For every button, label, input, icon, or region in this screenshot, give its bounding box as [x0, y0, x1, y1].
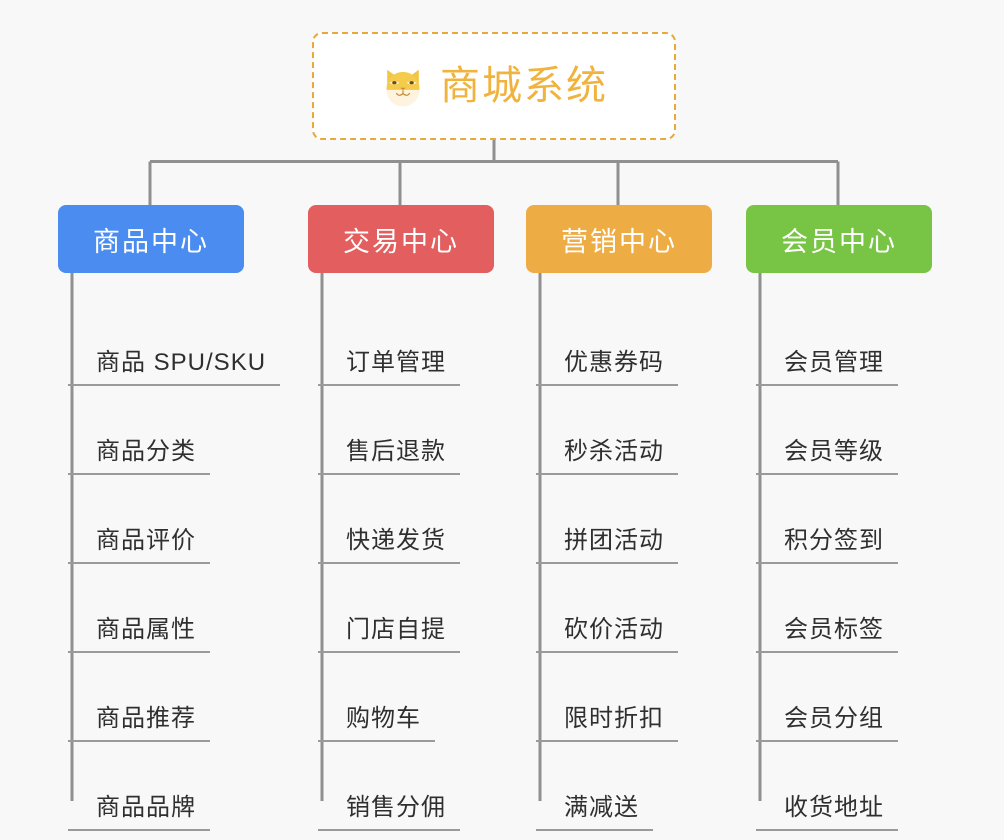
leaf-item[interactable]: 会员管理	[756, 297, 932, 386]
branch-header-label: 会员中心	[781, 226, 897, 257]
leaf-label: 砍价活动	[536, 609, 678, 653]
leaf-label: 商品分类	[68, 431, 210, 475]
leaf-label: 快递发货	[318, 520, 460, 564]
leaf-label: 秒杀活动	[536, 431, 678, 475]
leaf-item[interactable]: 售后退款	[318, 386, 494, 475]
leaf-label: 订单管理	[318, 342, 460, 386]
leaf-item[interactable]: 拼团活动	[536, 475, 712, 564]
branch-header-label: 营销中心	[561, 226, 677, 257]
leaf-label: 门店自提	[318, 609, 460, 653]
leaf-item[interactable]: 优惠券码	[536, 297, 712, 386]
leaf-list-trade: 订单管理 售后退款 快递发货 门店自提 购物车 销售分佣	[308, 273, 494, 831]
leaf-label: 限时折扣	[536, 698, 678, 742]
leaf-label: 拼团活动	[536, 520, 678, 564]
leaf-label: 会员分组	[756, 698, 898, 742]
leaf-label: 商品评价	[68, 520, 210, 564]
leaf-label: 满减送	[536, 787, 653, 831]
leaf-item[interactable]: 会员等级	[756, 386, 932, 475]
leaf-item[interactable]: 商品属性	[68, 564, 244, 653]
branch-header-product[interactable]: 商品中心	[58, 205, 244, 273]
shiba-dog-face-icon	[386, 69, 420, 107]
leaf-label: 收货地址	[756, 787, 898, 831]
leaf-item[interactable]: 限时折扣	[536, 653, 712, 742]
branch-header-trade[interactable]: 交易中心	[308, 205, 494, 273]
leaf-label: 购物车	[318, 698, 435, 742]
leaf-item[interactable]: 会员分组	[756, 653, 932, 742]
leaf-label: 售后退款	[318, 431, 460, 475]
leaf-label: 商品品牌	[68, 787, 210, 831]
leaf-item[interactable]: 门店自提	[318, 564, 494, 653]
leaf-item[interactable]: 会员标签	[756, 564, 932, 653]
leaf-item[interactable]: 满减送	[536, 742, 712, 831]
leaf-label: 商品推荐	[68, 698, 210, 742]
leaf-item[interactable]: 销售分佣	[318, 742, 494, 831]
leaf-item[interactable]: 商品推荐	[68, 653, 244, 742]
branch-column-trade: 交易中心 订单管理 售后退款 快递发货 门店自提 购物车 销售分佣	[308, 205, 494, 831]
leaf-item[interactable]: 砍价活动	[536, 564, 712, 653]
leaf-item[interactable]: 快递发货	[318, 475, 494, 564]
leaf-label: 商品 SPU/SKU	[68, 342, 281, 386]
branch-header-label: 交易中心	[343, 226, 459, 257]
leaf-item[interactable]: 积分签到	[756, 475, 932, 564]
branch-header-label: 商品中心	[93, 226, 209, 257]
branch-column-marketing: 营销中心 优惠券码 秒杀活动 拼团活动 砍价活动 限时折扣 满减送	[526, 205, 712, 831]
leaf-label: 商品属性	[68, 609, 210, 653]
leaf-item[interactable]: 商品评价	[68, 475, 244, 564]
branch-header-marketing[interactable]: 营销中心	[526, 205, 712, 273]
leaf-list-product: 商品 SPU/SKU 商品分类 商品评价 商品属性 商品推荐 商品品牌	[58, 273, 281, 831]
leaf-label: 优惠券码	[536, 342, 678, 386]
leaf-label: 会员管理	[756, 342, 898, 386]
leaf-list-marketing: 优惠券码 秒杀活动 拼团活动 砍价活动 限时折扣 满减送	[526, 273, 712, 831]
leaf-item[interactable]: 商品分类	[68, 386, 244, 475]
leaf-label: 会员等级	[756, 431, 898, 475]
leaf-list-member: 会员管理 会员等级 积分签到 会员标签 会员分组 收货地址	[746, 273, 932, 831]
branch-column-product: 商品中心 商品 SPU/SKU 商品分类 商品评价 商品属性 商品推荐 商品品牌	[58, 205, 281, 831]
leaf-label: 销售分佣	[318, 787, 460, 831]
root-node[interactable]: 商城系统	[312, 32, 676, 140]
leaf-item[interactable]: 购物车	[318, 653, 494, 742]
leaf-item[interactable]: 商品 SPU/SKU	[68, 297, 281, 386]
branch-column-member: 会员中心 会员管理 会员等级 积分签到 会员标签 会员分组 收货地址	[746, 205, 932, 831]
leaf-label: 积分签到	[756, 520, 898, 564]
leaf-item[interactable]: 订单管理	[318, 297, 494, 386]
leaf-item[interactable]: 收货地址	[756, 742, 932, 831]
leaf-item[interactable]: 商品品牌	[68, 742, 244, 831]
leaf-label: 会员标签	[756, 609, 898, 653]
root-title: 商城系统	[440, 64, 608, 108]
leaf-item[interactable]: 秒杀活动	[536, 386, 712, 475]
branch-header-member[interactable]: 会员中心	[746, 205, 932, 273]
